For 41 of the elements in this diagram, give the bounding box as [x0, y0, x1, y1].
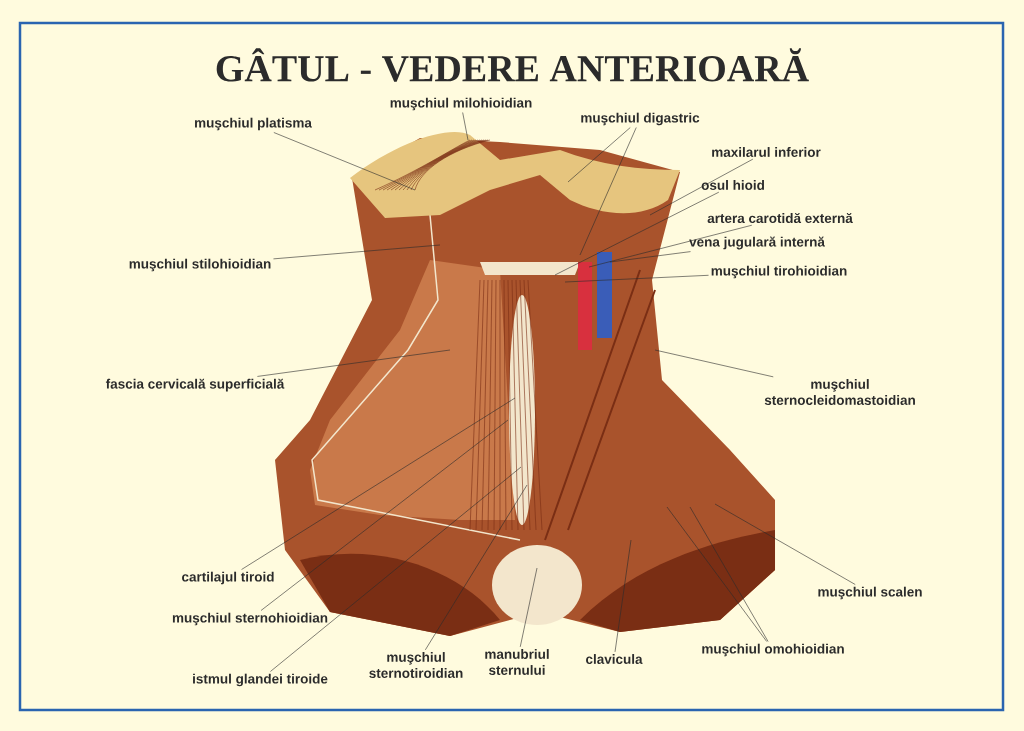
- part-label: muşchiul omohioidian: [702, 643, 844, 657]
- leader-line: [649, 158, 754, 216]
- leader-line: [654, 349, 774, 378]
- title: GÂTUL - VEDERE ANTERIOARĂ: [216, 48, 809, 82]
- part-label: muşchiul sternohioidian: [172, 612, 328, 626]
- leader-line: [666, 506, 767, 642]
- leader-line: [588, 224, 753, 268]
- part-label: fascia cervicală superficială: [105, 378, 285, 392]
- leader-line: [425, 484, 528, 651]
- part-label: cartilajul tiroid: [182, 571, 274, 585]
- leader-line: [270, 466, 522, 672]
- part-label: osul hioid: [701, 180, 764, 190]
- part-label: istmul glandei tiroide: [193, 673, 328, 687]
- leader-line: [689, 506, 769, 642]
- leader-line: [273, 244, 441, 260]
- part-label: muşchiul scalen: [818, 586, 922, 600]
- part-label: muşchiul sternotiroidian: [369, 652, 463, 678]
- part-label: muşchiul tirohioidian: [711, 265, 847, 279]
- leader-line: [614, 539, 632, 653]
- part-label: muşchiul digastric: [581, 112, 700, 126]
- leader-line: [257, 349, 451, 377]
- leader-line: [241, 397, 516, 570]
- leader-line: [260, 419, 509, 611]
- part-label: artera carotidă externă: [707, 212, 853, 224]
- leader-line: [564, 275, 709, 283]
- part-label: maxilarul inferior: [712, 147, 821, 157]
- leader-line: [273, 132, 416, 191]
- leader-line: [567, 127, 631, 183]
- leader-line: [519, 567, 538, 648]
- part-label: muşchiul platisma: [195, 117, 312, 131]
- leader-line: [579, 127, 637, 256]
- part-label: manubriul sternului: [485, 649, 549, 675]
- part-label: muşchiul milohioidian: [390, 97, 532, 111]
- part-label: clavicula: [586, 654, 643, 664]
- leader-line: [554, 191, 720, 276]
- leader-line: [462, 112, 469, 141]
- leader-line: [714, 503, 856, 585]
- part-label: muşchiul sternocleidomastoidian: [764, 379, 915, 405]
- part-label: muşchiul stilohioidian: [129, 258, 271, 272]
- part-label: vena jugulară internă: [689, 236, 825, 250]
- leader-line: [609, 251, 691, 263]
